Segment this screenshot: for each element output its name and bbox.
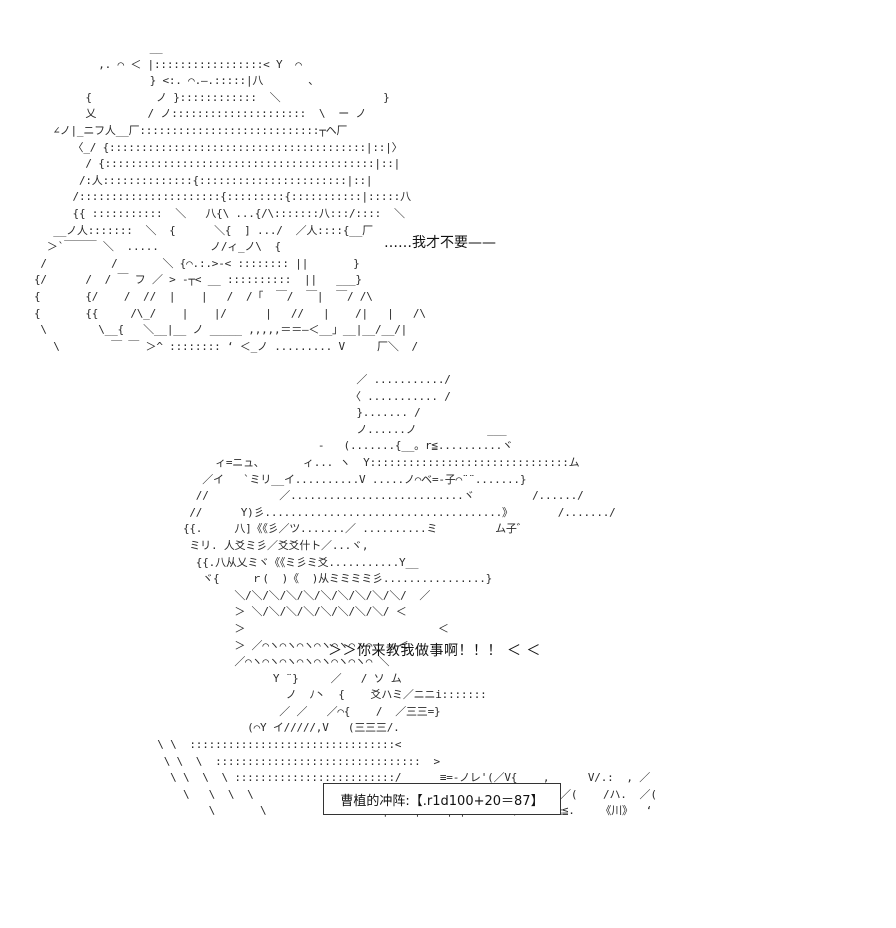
dice-roll-box: 曹植的冲阵:【.r1d100+20＝87】: [323, 783, 561, 815]
ascii-art-character-bottom: ／ .........../ 〈 ........... / }....... …: [157, 373, 657, 818]
speech-line-top: ……我才不要——: [384, 235, 496, 251]
speech-line-bottom: ＞＞你来教我做事啊！！！ ＜ ＜: [328, 643, 541, 659]
ascii-art-character-top: __ ,. ⌒ ＜ |:::::::::::::::::< Y ⌒ } <:. …: [34, 41, 426, 353]
dice-roll-text: 曹植的冲阵:【.r1d100+20＝87】: [340, 793, 544, 809]
